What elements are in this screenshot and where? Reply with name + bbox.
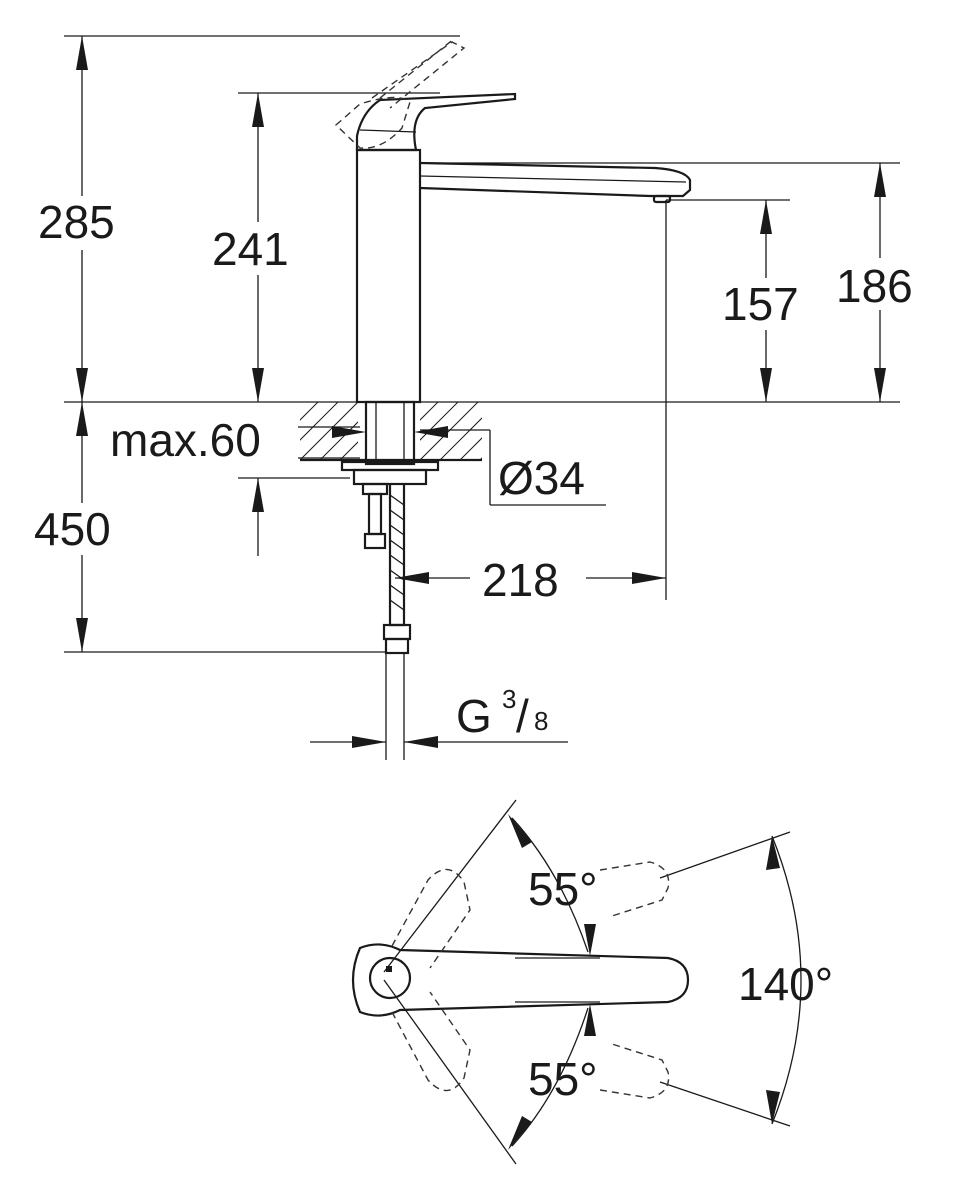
- dim-thread-size: G 3 / 8: [456, 684, 548, 742]
- swivel-rays: [383, 799, 791, 1165]
- angle-labels: 55° 55° 140°: [528, 863, 833, 1105]
- dim-deck-thickness: max.60: [110, 414, 261, 466]
- dim-hole-diameter: Ø34: [498, 452, 585, 504]
- angle-swivel-upper: 55°: [528, 863, 598, 915]
- angle-swivel-total: 140°: [738, 958, 833, 1010]
- dim-spout-height: 186: [836, 260, 913, 312]
- dim-below-deck: 450: [34, 503, 111, 555]
- angle-arrowheads: [508, 814, 780, 1150]
- side-view: 285 241 186 157 max.60 Ø34 450 218 G 3 /…: [34, 35, 913, 760]
- top-view: 55° 55° 140°: [351, 799, 833, 1165]
- dim-lever-height: 241: [212, 223, 289, 275]
- thread-denominator-slash: /: [516, 690, 529, 742]
- angle-swivel-lower: 55°: [528, 1053, 598, 1105]
- swivel-arcs: [511, 817, 802, 1147]
- thread-prefix: G: [456, 690, 492, 742]
- dimension-lines: [81, 36, 881, 743]
- thread-denominator: 8: [534, 706, 548, 736]
- arrowheads: [76, 36, 886, 748]
- thread-numerator: 3: [502, 684, 516, 714]
- handle-top: [351, 861, 690, 1099]
- dim-total-height: 285: [38, 196, 115, 248]
- supply-hoses: [361, 482, 412, 760]
- dimension-labels: 285 241 186 157 max.60 Ø34 450 218 G 3 /…: [34, 196, 913, 742]
- dim-outlet-height: 157: [722, 278, 799, 330]
- dim-spout-reach: 218: [482, 554, 559, 606]
- countertop-section: [300, 400, 482, 486]
